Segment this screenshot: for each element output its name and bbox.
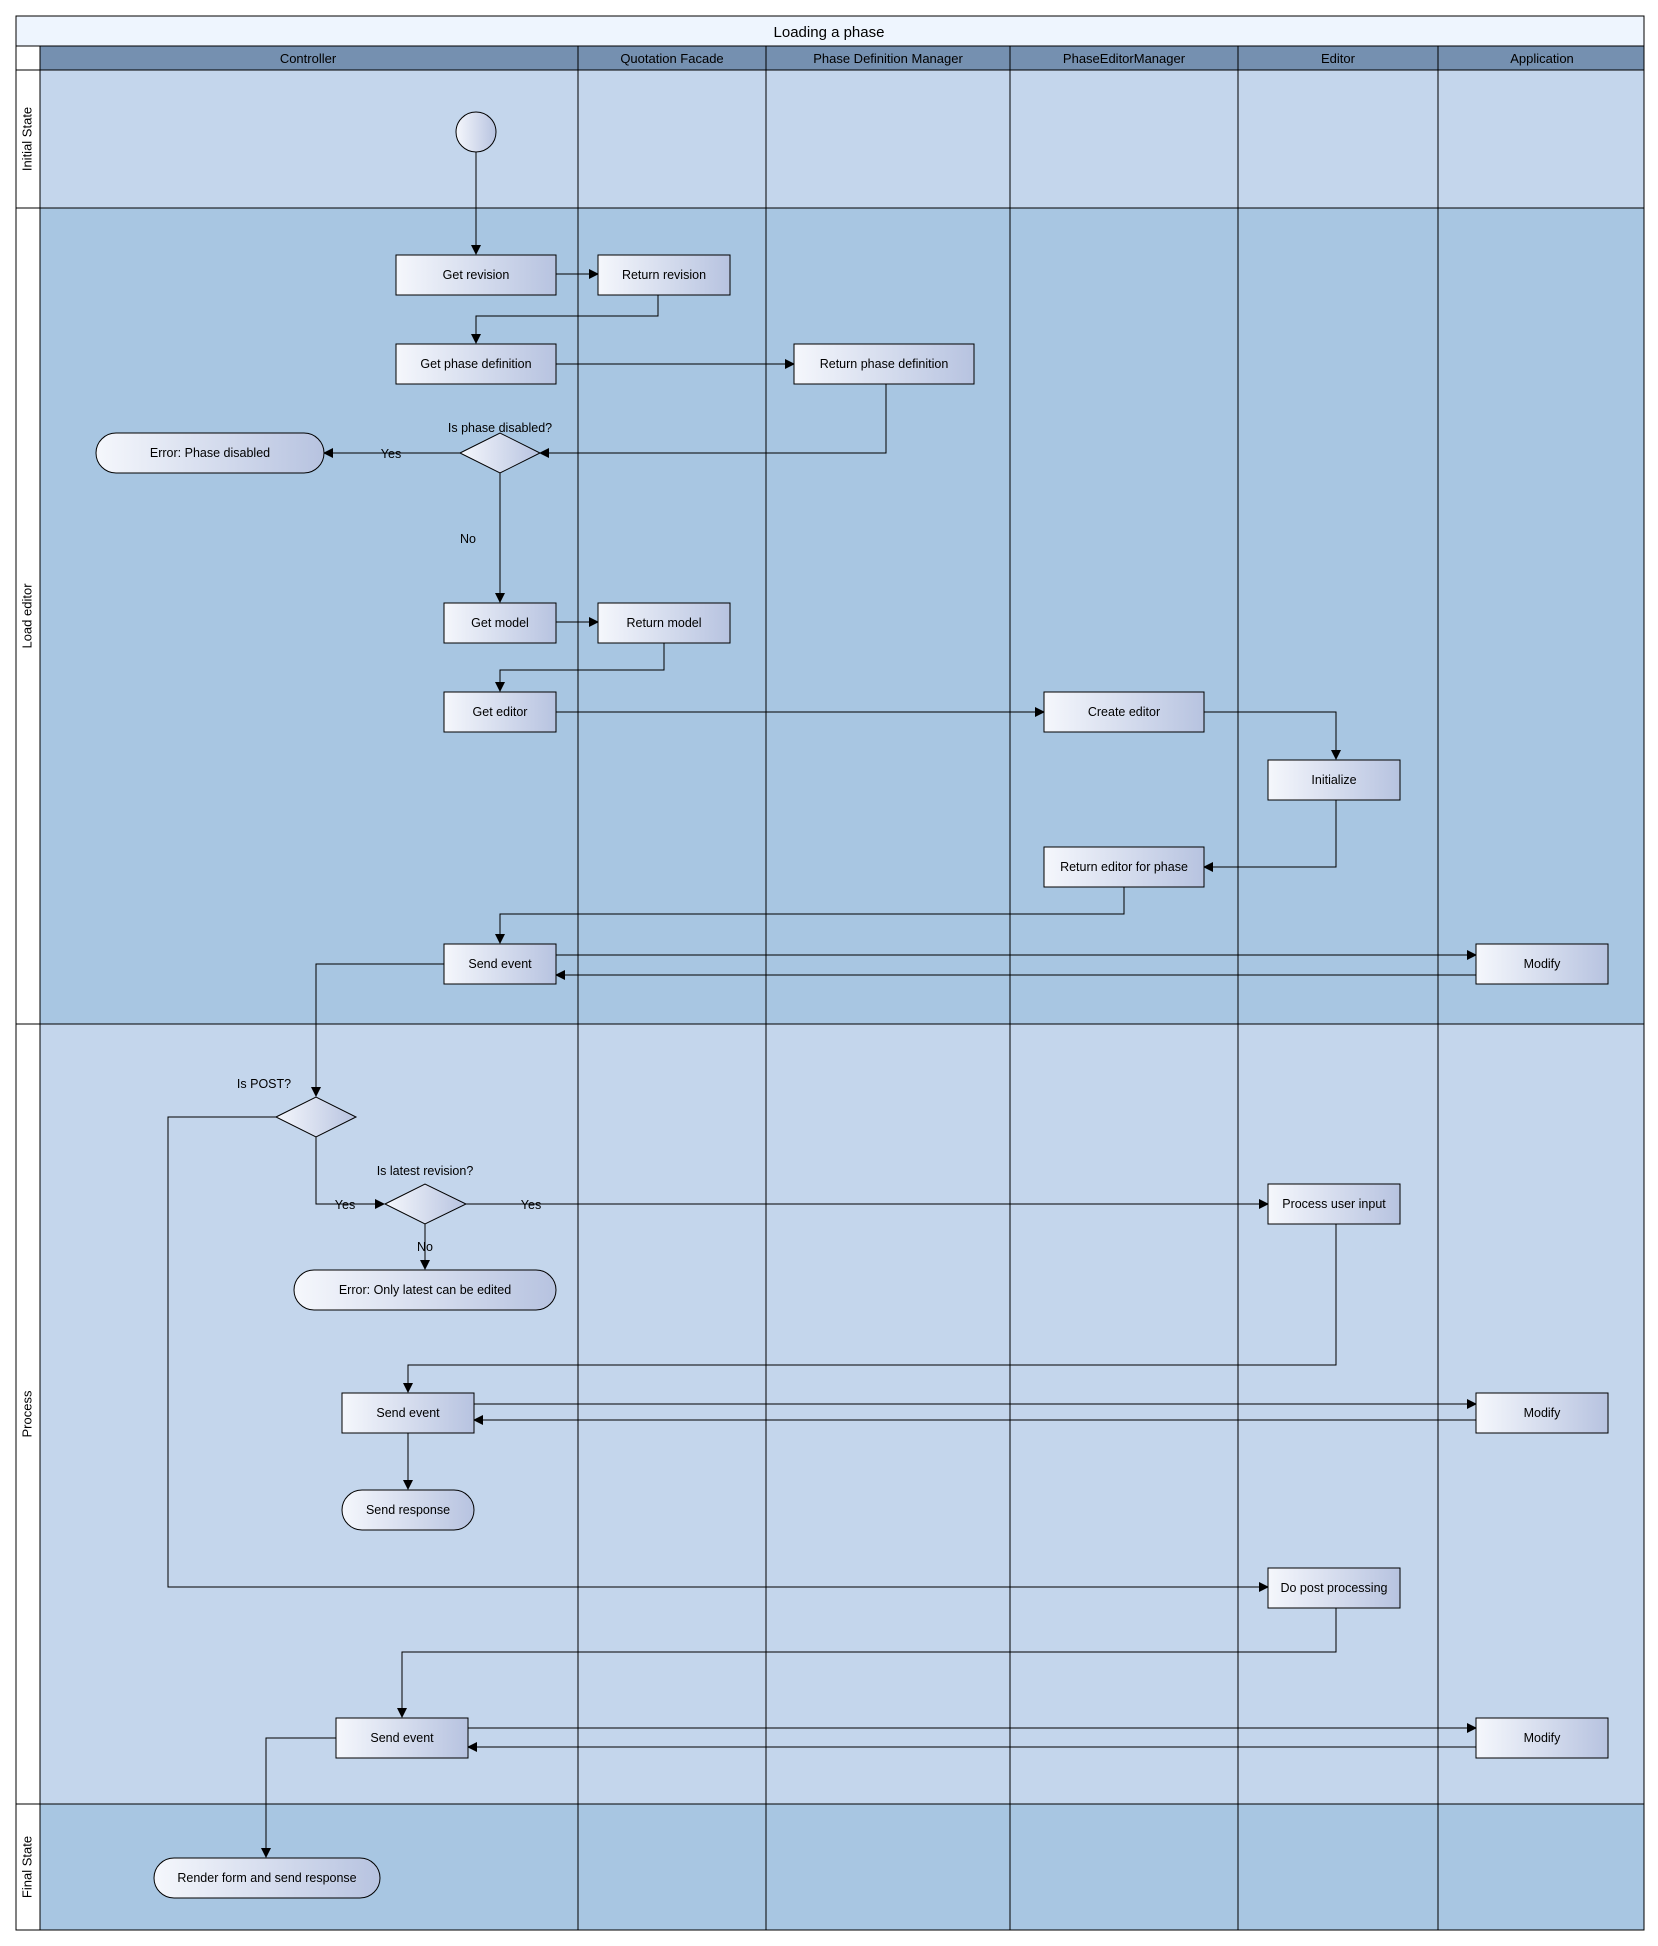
node-do-post-processing-label: Do post processing xyxy=(1280,1581,1387,1595)
decision-is-latest-revision[interactable]: Is latest revision? xyxy=(377,1164,474,1225)
edge-return-phase-definition-to-decision xyxy=(539,384,887,458)
node-get-phase-definition[interactable]: Get phase definition xyxy=(395,343,557,385)
node-do-post-processing[interactable]: Do post processing xyxy=(1267,1567,1401,1609)
edge-labels: Yes No Yes Yes No xyxy=(335,447,541,1254)
lane-header-controller: Controller xyxy=(280,51,337,66)
lane-header-quotation-facade: Quotation Facade xyxy=(620,51,723,66)
stage-label-process: Process xyxy=(19,1390,34,1437)
node-get-model[interactable]: Get model xyxy=(443,602,557,644)
node-return-editor-for-phase[interactable]: Return editor for phase xyxy=(1043,846,1205,888)
edge-label-latest-no: No xyxy=(417,1240,433,1254)
nodes: Get revision Return revision Get phase d… xyxy=(95,111,1609,1899)
lane-header-phase-editor-manager: PhaseEditorManager xyxy=(1063,51,1186,66)
edge-is-post-yes-to-is-latest xyxy=(315,1137,385,1209)
background-bands xyxy=(16,70,1644,1930)
stage-label-load-editor: Load editor xyxy=(19,583,34,649)
node-return-model[interactable]: Return model xyxy=(597,602,731,644)
node-send-response[interactable]: Send response xyxy=(341,1489,475,1531)
edge-send-event-3-to-render xyxy=(261,1737,336,1858)
edge-label-latest-yes: Yes xyxy=(521,1198,541,1212)
node-return-model-label: Return model xyxy=(626,616,701,630)
stage-label-initial: Initial State xyxy=(19,107,34,171)
lane-headers: Controller Quotation Facade Phase Defini… xyxy=(39,45,1645,71)
node-send-event-2[interactable]: Send event xyxy=(341,1392,475,1434)
row-label-column xyxy=(16,70,40,1930)
grid-lines xyxy=(15,15,1645,1931)
node-get-editor-label: Get editor xyxy=(473,705,528,719)
edge-process-input-to-send-event-2 xyxy=(403,1224,1337,1393)
node-error-phase-disabled-label: Error: Phase disabled xyxy=(150,446,270,460)
edge-create-editor-to-initialize xyxy=(1204,711,1341,760)
node-create-editor[interactable]: Create editor xyxy=(1043,691,1205,733)
node-modify-3-label: Modify xyxy=(1524,1731,1562,1745)
node-modify-3[interactable]: Modify xyxy=(1475,1717,1609,1759)
edge-is-post-other-to-post-processing xyxy=(167,1116,1269,1592)
edge-initialize-to-return-editor xyxy=(1203,800,1337,872)
node-return-revision-label: Return revision xyxy=(622,268,706,282)
node-render-form-label: Render form and send response xyxy=(177,1871,356,1885)
node-modify-2-label: Modify xyxy=(1524,1406,1562,1420)
edges xyxy=(167,152,1477,1858)
node-send-response-label: Send response xyxy=(366,1503,450,1517)
edge-label-disabled-yes: Yes xyxy=(381,447,401,461)
stage-label-final: Final State xyxy=(19,1836,34,1898)
initial-state-band xyxy=(40,70,1644,208)
node-return-editor-for-phase-label: Return editor for phase xyxy=(1060,860,1188,874)
node-process-user-input[interactable]: Process user input xyxy=(1267,1183,1401,1225)
edge-send-event-1-to-is-post xyxy=(311,963,444,1097)
node-create-editor-label: Create editor xyxy=(1088,705,1160,719)
lane-header-phase-definition-manager: Phase Definition Manager xyxy=(813,51,963,66)
decision-is-post[interactable]: Is POST? xyxy=(237,1077,358,1138)
node-return-phase-definition-label: Return phase definition xyxy=(820,357,949,371)
decision-is-phase-disabled-label: Is phase disabled? xyxy=(448,421,552,435)
node-render-form[interactable]: Render form and send response xyxy=(153,1857,381,1899)
diagram-title-bar: Loading a phase xyxy=(15,15,1645,47)
decision-is-latest-revision-label: Is latest revision? xyxy=(377,1164,474,1178)
edge-return-editor-to-send-event-1 xyxy=(495,887,1125,944)
lane-header-editor: Editor xyxy=(1321,51,1356,66)
node-error-only-latest[interactable]: Error: Only latest can be edited xyxy=(293,1269,557,1311)
node-error-only-latest-label: Error: Only latest can be edited xyxy=(339,1283,511,1297)
edge-label-disabled-no: No xyxy=(460,532,476,546)
decision-is-phase-disabled[interactable]: Is phase disabled? xyxy=(448,421,552,474)
node-send-event-2-label: Send event xyxy=(376,1406,440,1420)
node-process-user-input-label: Process user input xyxy=(1282,1197,1386,1211)
edge-post-processing-to-send-event-3 xyxy=(397,1608,1337,1718)
lane-header-application: Application xyxy=(1510,51,1574,66)
decision-is-post-label: Is POST? xyxy=(237,1077,291,1091)
node-error-phase-disabled[interactable]: Error: Phase disabled xyxy=(95,432,325,474)
node-send-event-1-label: Send event xyxy=(468,957,532,971)
node-get-model-label: Get model xyxy=(471,616,529,630)
node-initialize[interactable]: Initialize xyxy=(1267,759,1401,801)
node-modify-2[interactable]: Modify xyxy=(1475,1392,1609,1434)
node-return-phase-definition[interactable]: Return phase definition xyxy=(793,343,975,385)
node-get-revision[interactable]: Get revision xyxy=(395,254,557,296)
node-modify-1[interactable]: Modify xyxy=(1475,943,1609,985)
node-send-event-3-label: Send event xyxy=(370,1731,434,1745)
load-editor-band xyxy=(40,208,1644,1024)
node-get-editor[interactable]: Get editor xyxy=(443,691,557,733)
node-modify-1-label: Modify xyxy=(1524,957,1562,971)
node-send-event-3[interactable]: Send event xyxy=(335,1717,469,1759)
stage-labels: Initial State Load editor Process Final … xyxy=(19,107,34,1898)
node-get-phase-definition-label: Get phase definition xyxy=(420,357,531,371)
node-return-revision[interactable]: Return revision xyxy=(597,254,731,296)
node-send-event-1[interactable]: Send event xyxy=(443,943,557,985)
edge-label-post-yes: Yes xyxy=(335,1198,355,1212)
diagram-title: Loading a phase xyxy=(774,24,885,41)
node-get-revision-label: Get revision xyxy=(443,268,510,282)
node-initialize-label: Initialize xyxy=(1311,773,1356,787)
initial-node[interactable] xyxy=(455,111,497,153)
process-band xyxy=(40,1024,1644,1804)
edge-return-revision-to-get-phase-definition xyxy=(471,294,659,344)
edge-return-model-to-get-editor xyxy=(495,642,665,692)
